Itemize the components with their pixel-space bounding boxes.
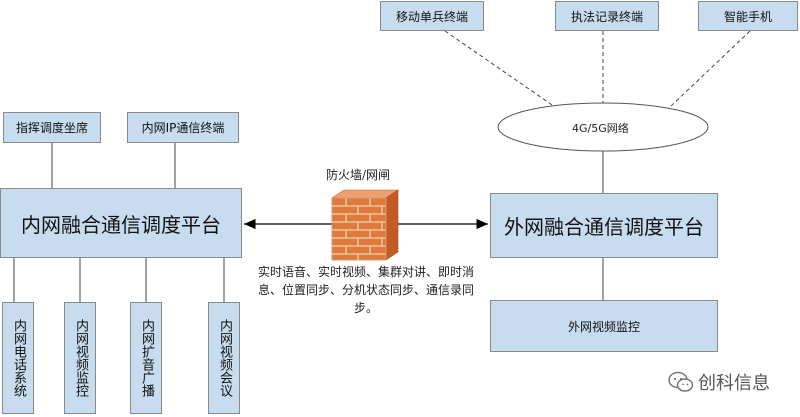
sync-description: 实时语音、实时视频、集群对讲、即时消息、位置同步、分机状态同步、通信录同步。 [257,265,474,315]
firewall-label: 防火墙/网闸 [326,168,391,182]
internal-platform-box: 内网融合通信调度平台 [0,188,242,258]
external-platform-box: 外网融合通信调度平台 [490,193,718,258]
dispatch-seat-box: 指挥调度坐席 [3,112,101,143]
network-label: 4G/5G网络 [572,122,629,135]
dashed-link-single-soldier [444,30,556,108]
single-soldier-terminal-box: 移动单兵终端 [380,1,484,31]
dashed-link-smartphone [669,30,751,108]
brand-name: 创科信息 [698,373,770,394]
network-ellipse [497,102,709,152]
internal-phone-system-box: 内网电话系统 [2,302,34,414]
smartphone-box: 智能手机 [698,1,798,31]
internal-ip-terminal-box: 内网IP通信终端 [127,112,239,143]
brand-watermark: 创科信息 [668,369,770,395]
internal-video-monitor-box: 内网视频监控 [64,302,96,414]
firewall-icon [331,189,399,261]
internal-broadcast-box: 内网扩音广播 [130,302,162,414]
internal-video-conference-box: 内网视频会议 [208,302,240,414]
external-video-monitor-box: 外网视频监控 [490,300,718,352]
wechat-icon [668,371,694,392]
law-recorder-terminal-box: 执法记录终端 [555,1,659,31]
